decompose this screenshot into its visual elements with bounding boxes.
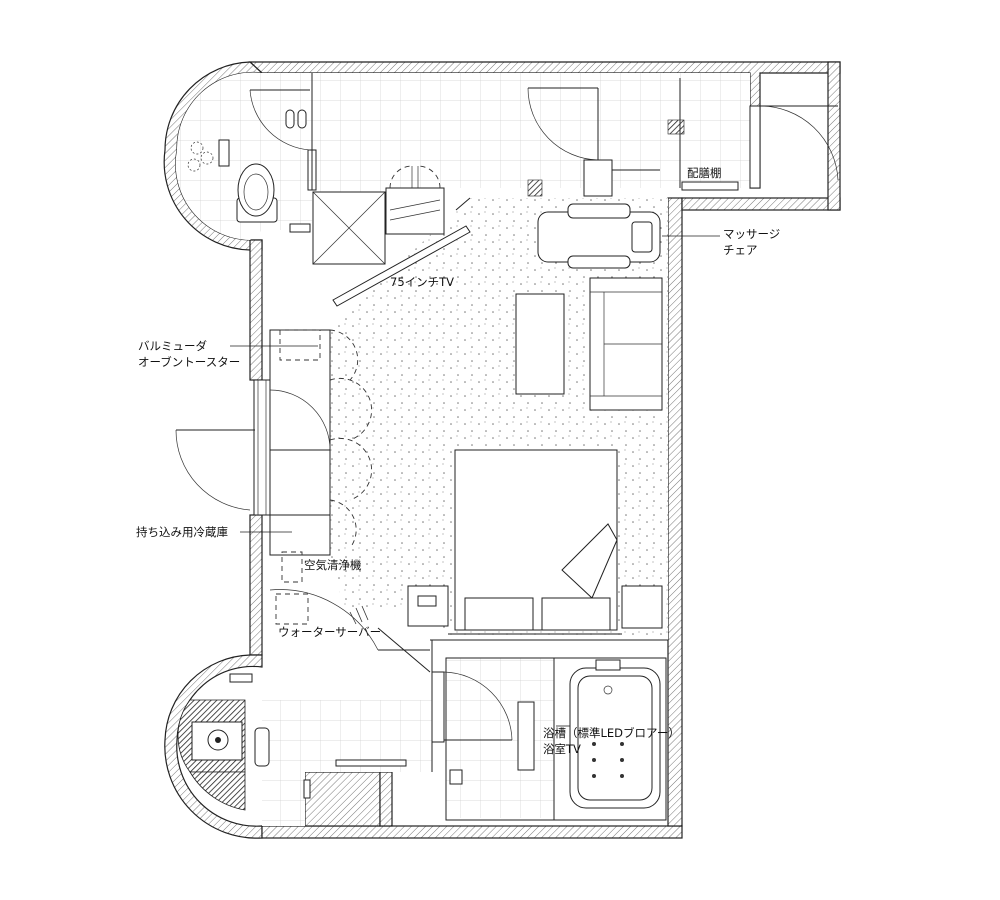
tiled-floors bbox=[175, 72, 750, 826]
label-balmuda-2: オーブントースター bbox=[138, 355, 240, 369]
toilet-room bbox=[187, 73, 317, 233]
tv-75: 75インチTV bbox=[332, 197, 471, 307]
plant-icon bbox=[187, 141, 214, 172]
corridor-door bbox=[527, 87, 685, 197]
air-purifier: 空気清浄機 bbox=[281, 551, 362, 583]
label-massage-1: マッサージ bbox=[723, 227, 780, 241]
washroom bbox=[177, 640, 433, 811]
label-massage-2: チェア bbox=[723, 243, 758, 257]
slippers-icon bbox=[285, 109, 307, 129]
sofa-set bbox=[515, 277, 663, 411]
left-storage: バルミューダ オーブントースター bbox=[138, 329, 373, 556]
closet-area bbox=[312, 165, 445, 265]
water-server: ウォーターサーバー bbox=[269, 589, 431, 673]
label-haizendana: 配膳棚 bbox=[687, 166, 722, 180]
label-bathtub-2: 浴室TV bbox=[543, 742, 581, 756]
balcony-door bbox=[175, 379, 331, 516]
label-fridge: 持ち込み用冷蔵庫 bbox=[136, 525, 228, 539]
serving-shelf: 配膳棚 bbox=[679, 78, 839, 191]
label-tv75: 75インチTV bbox=[390, 275, 454, 289]
label-balmuda-1: バルミューダ bbox=[138, 339, 207, 353]
label-air-purifier: 空気清浄機 bbox=[304, 558, 362, 572]
massage-chair: マッサージ チェア bbox=[537, 203, 780, 269]
toilet-icon bbox=[236, 163, 278, 223]
outer-walls bbox=[163, 61, 841, 839]
bed bbox=[407, 449, 668, 641]
label-bathtub-1: 浴槽（標準LEDブロアー） bbox=[543, 726, 680, 740]
label-water-server: ウォーターサーバー bbox=[278, 625, 381, 639]
bathroom: 浴槽（標準LEDブロアー） 浴室TV bbox=[431, 657, 680, 821]
